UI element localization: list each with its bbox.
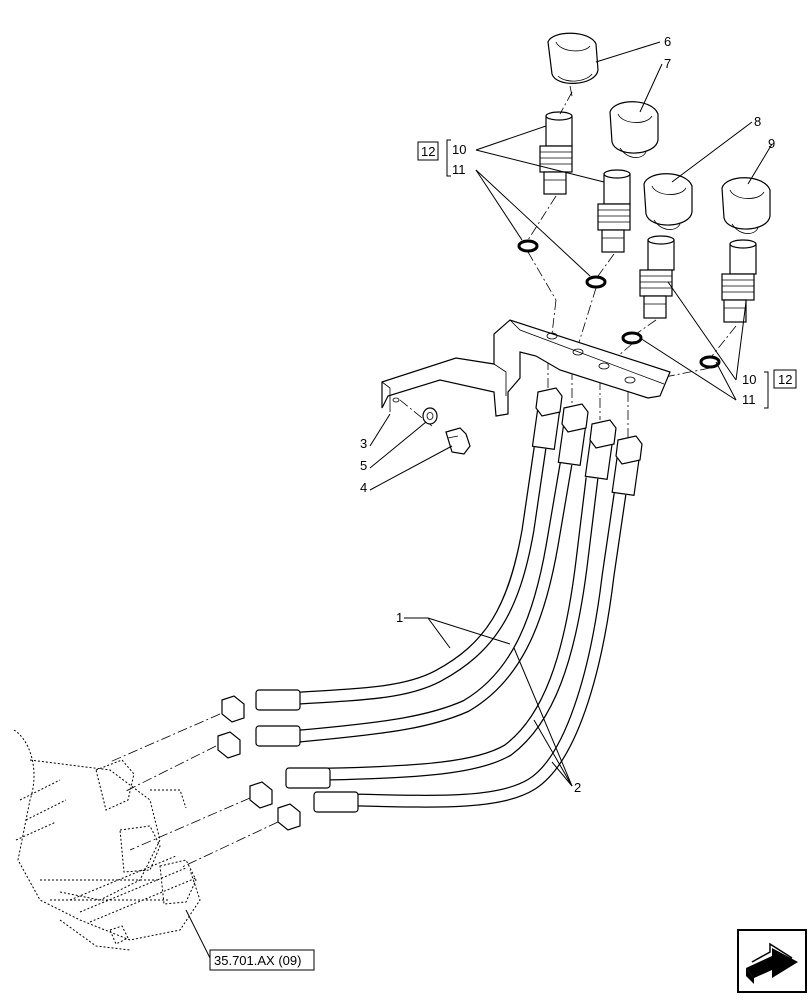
leader-lines [185, 41, 773, 959]
dust-cap-8 [643, 173, 693, 230]
hoses [217, 387, 643, 831]
callout-6: 6 [664, 34, 671, 49]
coupler-b [597, 169, 631, 253]
coupler-c [639, 235, 675, 319]
callout-9: 9 [768, 136, 775, 151]
group-ref-right-label: 12 [778, 372, 792, 387]
callout-8: 8 [754, 114, 761, 129]
callout-11-top: 11 [452, 162, 466, 177]
section-reference[interactable]: 35.701.AX (09) [209, 949, 315, 971]
dust-cap-9 [721, 177, 771, 234]
callout-5: 5 [360, 458, 367, 473]
callout-7: 7 [664, 56, 671, 71]
callout-10-right: 10 [742, 372, 756, 387]
dust-cap-7 [609, 101, 659, 158]
group-ref-top: 12 [417, 141, 439, 161]
coupler-a [539, 111, 573, 195]
group-ref-right: 12 [773, 369, 797, 389]
callout-3: 3 [360, 436, 367, 451]
callout-1: 1 [396, 610, 403, 625]
bracket [381, 319, 671, 417]
coupler-d [721, 239, 757, 323]
center-lines [109, 91, 737, 869]
washer [422, 407, 438, 425]
navigation-arrow-icon[interactable] [737, 929, 807, 993]
group-ref-top-label: 12 [421, 144, 435, 159]
tractor-frame-phantom [13, 729, 201, 951]
section-reference-label: 35.701.AX (09) [214, 953, 301, 968]
callout-4: 4 [360, 480, 367, 495]
callout-2: 2 [574, 780, 581, 795]
bolt [445, 427, 471, 455]
dust-cap-6 [547, 32, 599, 97]
o-rings [517, 239, 721, 369]
callout-11-right: 11 [742, 392, 756, 407]
callout-10-top: 10 [452, 142, 466, 157]
